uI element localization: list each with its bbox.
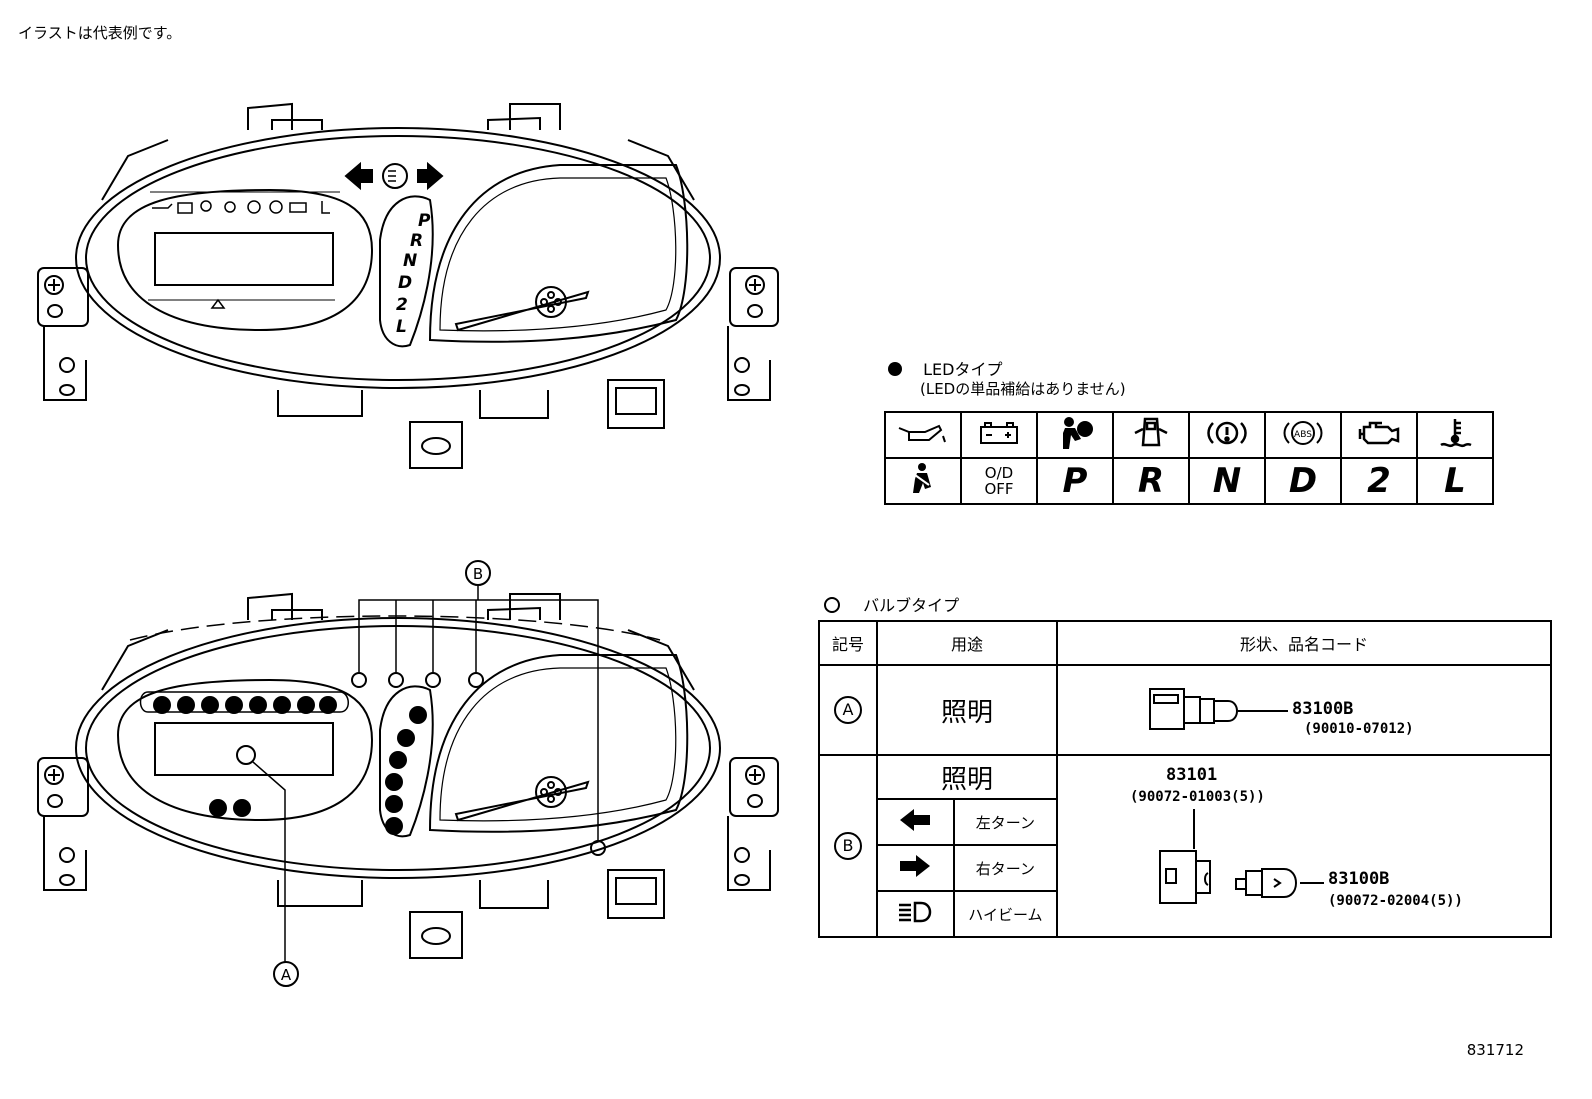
door-open-icon [1112, 411, 1190, 459]
battery-charge-icon [960, 411, 1038, 459]
col-shape-header: 形状、品名コード [1056, 620, 1552, 666]
gauge-letter: 2 [396, 295, 408, 315]
gauge-letter: L [396, 317, 407, 337]
top-cluster [37, 102, 779, 469]
check-engine-icon [1340, 411, 1418, 459]
gear-letter-l: L [1416, 457, 1494, 505]
gear-letter-p: P [1036, 457, 1114, 505]
gauge-letter: D [398, 273, 412, 293]
bulb-positions [236, 672, 606, 856]
gear-letter-2: 2 [1340, 457, 1418, 505]
brake-warning-icon [1188, 411, 1266, 459]
col-symbol-header: 記号 [818, 620, 878, 666]
callout-b-circle [465, 560, 491, 586]
row-b-use: 照明 [876, 754, 1058, 800]
row-b-socket-subpart: (90072-01003(5)) [1130, 789, 1265, 805]
bulb-legend-title: バルブタイプ [863, 596, 960, 615]
wedge-bulb-socket-icon [1149, 688, 1288, 730]
led-dots [153, 696, 427, 835]
hollow-dot-icon [824, 597, 840, 613]
bulb-legend: バルブタイプ [824, 592, 959, 616]
gauge-letter: P [418, 211, 431, 231]
gear-letter-d: D [1264, 457, 1342, 505]
led-legend-title: LEDタイプ [923, 360, 1003, 379]
callout-a-circle [273, 961, 299, 987]
callout-b-label: B [473, 565, 483, 583]
bottom-cluster [37, 592, 779, 959]
gauge-letter: R [410, 231, 423, 251]
gauge-letter: N [403, 251, 417, 271]
row-b-socket-part: 83101 [1166, 765, 1218, 785]
col-use-header: 用途 [876, 620, 1058, 666]
row-b-shape: 83101 (90072-01003(5)) 83100B (90072-020… [1056, 754, 1552, 938]
left-turn-arrow-icon [876, 798, 955, 846]
od-off-label: O/D OFF [960, 457, 1038, 505]
airbag-icon [1036, 411, 1114, 459]
right-turn-label: 右ターン [952, 844, 1059, 892]
row-b-symbol: B [818, 754, 878, 938]
row-b-bulb-subpart: (90072-02004(5)) [1328, 893, 1463, 909]
row-a-use: 照明 [876, 664, 1058, 756]
oil-pressure-icon [884, 411, 962, 459]
row-b-bulb-part: 83100B [1328, 869, 1390, 889]
row-a-symbol: A [818, 664, 878, 756]
figure-code: 831712 [1466, 1041, 1524, 1059]
led-legend-subtitle: (LEDの単品補給はありません) [920, 380, 1126, 398]
led-legend: LEDタイプ [888, 356, 1002, 380]
left-turn-label: 左ターン [952, 798, 1059, 846]
abs-icon: ABS [1264, 411, 1342, 459]
gear-letter-r: R [1112, 457, 1190, 505]
gear-letter-n: N [1188, 457, 1266, 505]
coolant-temp-icon [1416, 411, 1494, 459]
callout-a-label: A [281, 966, 292, 984]
right-turn-arrow-icon [876, 844, 955, 892]
bulb-table: 記号 用途 形状、品名コード A 照明 83100B (90010-07012)… [818, 620, 1552, 938]
led-symbol-table: ABS O/D OFF P R N D 2 L [884, 411, 1494, 505]
row-a-subpart: (90010-07012) [1304, 721, 1414, 737]
socket-and-bulb-icon [1159, 809, 1324, 904]
high-beam-label: ハイビーム [952, 890, 1059, 938]
filled-dot-icon [888, 362, 902, 376]
illustration-note: イラストは代表例です。 [18, 24, 182, 42]
svg-text:ABS: ABS [1294, 430, 1312, 440]
row-a-shape: 83100B (90010-07012) [1056, 664, 1552, 756]
seatbelt-icon [884, 457, 962, 505]
high-beam-icon [876, 890, 955, 938]
row-a-part: 83100B [1292, 699, 1354, 719]
